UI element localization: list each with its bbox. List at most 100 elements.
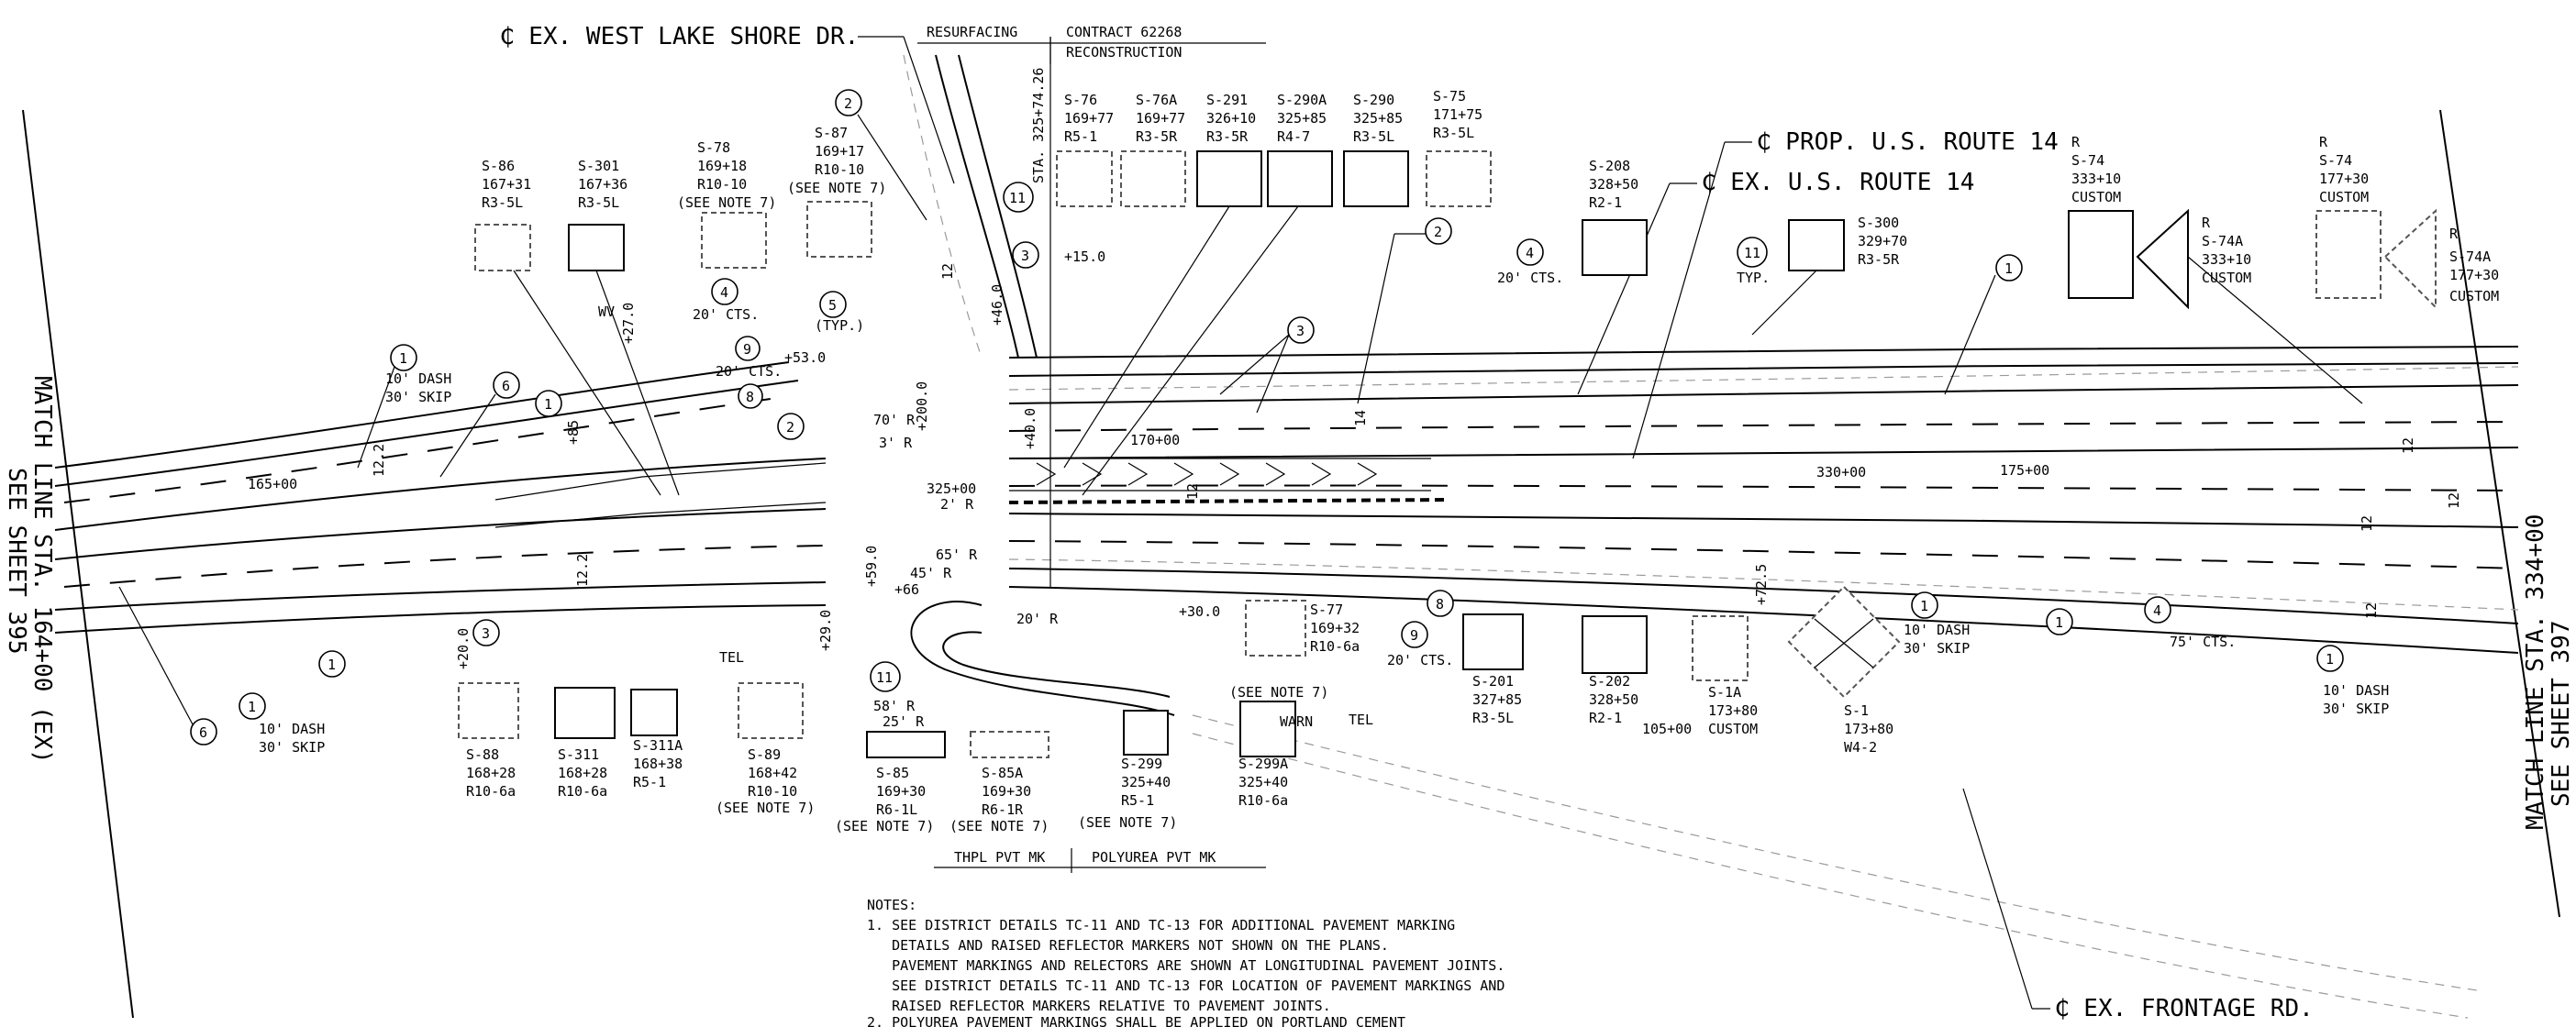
note-line: SEE DISTRICT DETAILS TC-11 AND TC-13 FOR…	[867, 977, 1505, 994]
sign-s85a-face	[970, 731, 1049, 758]
top-sign-labels: S-86 167+31 R3-5L S-301 167+36 R3-5L S-7…	[474, 88, 1907, 496]
ex-frontage-road-label: ₵ EX. FRONTAGE RD.	[2055, 995, 2314, 1022]
notes-title: NOTES:	[867, 897, 916, 913]
station-label: 170+00	[1130, 432, 1180, 448]
sign-code: R6-1L	[876, 801, 917, 818]
sign-station: 327+85	[1472, 691, 1522, 708]
dim-label: 12.2	[574, 554, 591, 587]
sign-id: S-85	[876, 765, 909, 781]
match-line-left: MATCH LINE STA. 164+00 (EX) SEE SHEET 39…	[3, 376, 56, 764]
sign-r: R	[2071, 134, 2081, 150]
sign-code: CUSTOM	[2449, 288, 2499, 304]
resurfacing-label: RESURFACING	[927, 24, 1017, 40]
callout-text: 30' SKIP	[1904, 640, 1970, 657]
dim-label: 12	[1184, 483, 1201, 500]
sign-id: S-201	[1472, 673, 1514, 690]
match-line-left-line1: MATCH LINE STA. 164+00 (EX)	[28, 376, 56, 764]
callout-number: 2	[844, 95, 852, 112]
sign-code: CUSTOM	[2202, 270, 2251, 286]
radius-label: 70' R	[873, 412, 916, 428]
sign-note: (SEE NOTE 7)	[677, 194, 776, 211]
thpl-label: THPL PVT MK	[954, 849, 1045, 866]
sign-station: 169+30	[982, 783, 1031, 800]
sign-id: S-76	[1064, 92, 1097, 108]
sign-id: S-74	[2071, 152, 2104, 169]
sign-station: 168+28	[466, 765, 516, 781]
sign-id: S-87	[815, 125, 848, 141]
header-labels: ₵ EX. WEST LAKE SHORE DR. RESURFACING CO…	[500, 23, 2314, 1022]
radius-label: 25' R	[883, 713, 925, 730]
radius-label: 3' R	[879, 435, 913, 451]
station-label: 330+00	[1816, 464, 1866, 480]
sign-id: S-299	[1121, 756, 1162, 772]
callout-number: 6	[199, 724, 207, 741]
tel-label: TEL	[719, 649, 744, 666]
sign-id: S-78	[697, 139, 730, 156]
callout-number: 11	[1744, 245, 1760, 261]
sign-id: S-88	[466, 746, 499, 763]
callout-number: 1	[399, 350, 407, 367]
sign-id: S-89	[748, 746, 781, 763]
notes-block: NOTES: 1. SEE DISTRICT DETAILS TC-11 AND…	[867, 897, 1505, 1027]
sign-station: 325+85	[1353, 110, 1403, 127]
callout-number: 8	[746, 389, 754, 405]
sign-id: S-86	[482, 158, 515, 174]
callout-number: 9	[743, 341, 751, 358]
sign-code: R5-1	[1121, 792, 1154, 809]
match-line-right-line1: MATCH LINE STA. 334+00	[2522, 514, 2549, 830]
radius-label: 45' R	[910, 565, 952, 581]
sign-code: CUSTOM	[2071, 189, 2121, 205]
sign-id: S-76A	[1136, 92, 1177, 108]
sign-note: (SEE NOTE 7)	[1229, 684, 1328, 701]
sign-id: S-202	[1589, 673, 1630, 690]
callouts: 1 10' DASH 30' SKIP 6 1 2 11 3 5 (TYP.) …	[118, 89, 2389, 756]
sign-code: R10-6a	[558, 783, 607, 800]
sign-station: 325+85	[1277, 110, 1327, 127]
sign-s311a-face	[630, 689, 678, 736]
sign-code: R5-1	[1064, 128, 1097, 145]
sign-s290a-face	[1267, 150, 1333, 207]
sign-station: 169+17	[815, 143, 864, 160]
sign-note: (SEE NOTE 7)	[835, 818, 934, 834]
callout-number: 2	[1434, 224, 1442, 240]
offset-label: +46.0	[989, 284, 1005, 326]
sign-station: 169+32	[1310, 620, 1360, 636]
sign-s75-face	[1426, 150, 1492, 207]
match-line-right: MATCH LINE STA. 334+00 SEE SHEET 397	[2522, 514, 2575, 830]
match-line-right-line2: SEE SHEET 397	[2548, 621, 2575, 808]
callout-number: 2	[786, 419, 794, 436]
sign-code: R10-10	[748, 783, 797, 800]
offset-label: +30.0	[1179, 603, 1220, 620]
tel-label-2: TEL	[1349, 712, 1373, 728]
station-label: 175+00	[2000, 462, 2049, 479]
sign-s299-face	[1123, 710, 1169, 756]
sign-station: 328+50	[1589, 176, 1638, 193]
offset-label: +27.0	[620, 303, 637, 344]
sign-id: S-74A	[2202, 233, 2243, 249]
sign-s311-face	[554, 687, 616, 739]
sign-station: 168+38	[633, 756, 683, 772]
callout-text: 10' DASH	[385, 370, 451, 387]
sign-station: 173+80	[1708, 702, 1758, 719]
callout-number: 1	[2004, 260, 2013, 277]
callout-number: 11	[876, 669, 893, 686]
prop-route-14-label: ₵ PROP. U.S. ROUTE 14	[1757, 128, 2059, 156]
callout-text: 10' DASH	[2323, 682, 2389, 699]
callout-text: 20' CTS.	[716, 363, 782, 380]
sign-r: R	[2202, 215, 2211, 231]
callout-text: 75' CTS.	[2170, 634, 2236, 650]
sign-station: 329+70	[1858, 233, 1907, 249]
station-vertical-label: STA. 325+74.26	[1030, 68, 1047, 183]
callout-number: 1	[1920, 598, 1928, 614]
wv-label: WV	[598, 304, 615, 320]
sign-id: S-1	[1844, 702, 1869, 719]
sign-id: S-291	[1206, 92, 1248, 108]
callout-number: 3	[482, 625, 490, 642]
sign-s89-face	[738, 682, 804, 739]
sign-code: R10-6a	[1310, 638, 1360, 655]
sign-id: S-299A	[1238, 756, 1288, 772]
sign-s88-face	[458, 682, 519, 739]
sign-code: W4-2	[1844, 739, 1877, 756]
sign-code: R3-5R	[1206, 128, 1249, 145]
offset-label: +20.0	[455, 628, 472, 669]
